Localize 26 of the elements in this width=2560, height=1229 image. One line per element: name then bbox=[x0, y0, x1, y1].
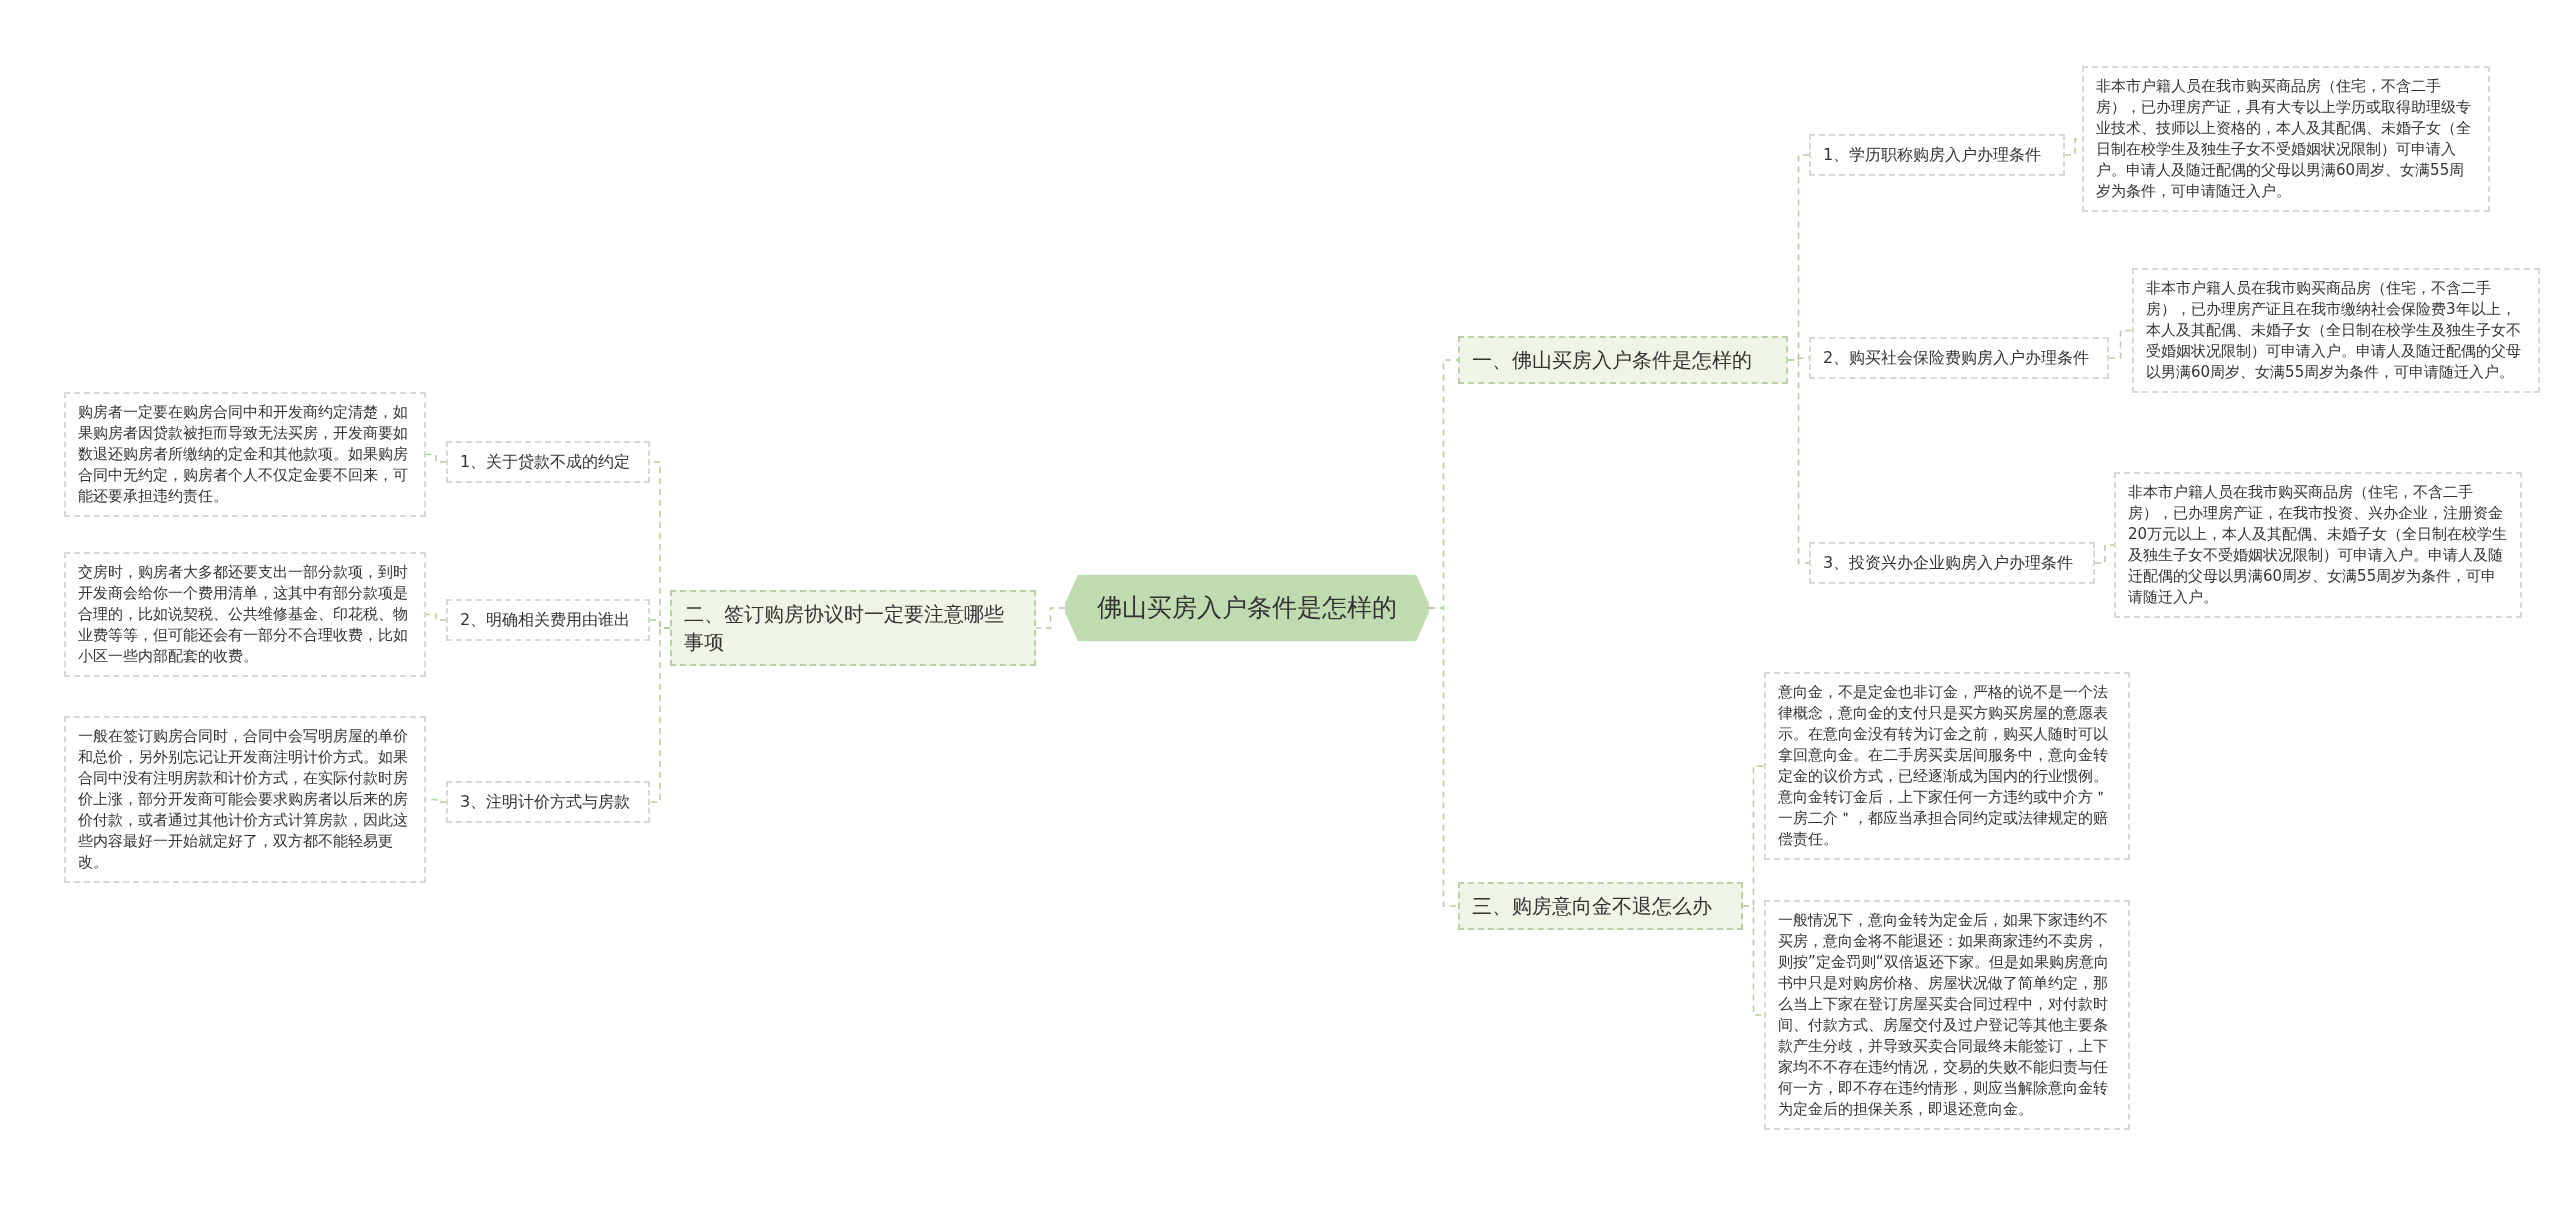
subtopic-box: 1、学历职称购房入户办理条件 bbox=[1809, 134, 2065, 176]
detail-box: 非本市户籍人员在我市购买商品房（住宅，不含二手房），已办理房产证且在我市缴纳社会保险费3年以上，本人及其配偶、未婚子女（全日制在校学生及独生子女不受婚姻状况限制）可申请入户。申请人及随迁配偶的父母以男满60周岁、女满55周岁为条件，可申请随迁入户。 bbox=[2132, 268, 2540, 393]
subtopic-box: 3、注明计价方式与房款 bbox=[446, 781, 650, 823]
branch-topic: 二、签订购房协议时一定要注意哪些事项 bbox=[670, 590, 1036, 666]
subtopic-box: 2、购买社会保险费购房入户办理条件 bbox=[1809, 337, 2109, 379]
detail-box: 非本市户籍人员在我市购买商品房（住宅，不含二手房），已办理房产证，具有大专以上学历或取得助理级专业技术、技师以上资格的，本人及其配偶、未婚子女（全日制在校学生及独生子女不受婚姻状况限制）可申请入户。申请人及随迁配偶的父母以男满60周岁、女满55周岁为条件，可申请随迁入户。 bbox=[2082, 66, 2490, 212]
central-topic: 佛山买房入户条件是怎样的 bbox=[1065, 575, 1429, 641]
branch-topic: 三、购房意向金不退怎么办 bbox=[1458, 882, 1743, 930]
subtopic-box: 1、关于贷款不成的约定 bbox=[446, 441, 650, 483]
connector-line bbox=[425, 613, 447, 621]
detail-box: 交房时，购房者大多都还要支出一部分款项，到时开发商会给你一个费用清单，这其中有部分款项是合理的，比如说契税、公共维修基金、印花税、物业费等等，但可能还会有一部分不合理收费，比如小区一些内部配套的收费。 bbox=[64, 552, 426, 677]
subtopic-box: 3、投资兴办企业购房入户办理条件 bbox=[1809, 542, 2095, 584]
connector-line bbox=[2108, 329, 2133, 359]
detail-box: 非本市户籍人员在我市购买商品房（住宅，不含二手房），已办理房产证，在我市投资、兴办企业，注册资金20万元以上，本人及其配偶、未婚子女（全日制在校学生及独生子女不受婚姻状况限制）可申请入户。申请人及随迁配偶的父母以男满60周岁、女满55周岁为条件，可申请随迁入户。 bbox=[2114, 472, 2522, 618]
branch-topic: 一、佛山买房入户条件是怎样的 bbox=[1458, 336, 1788, 384]
connector-line bbox=[649, 627, 671, 803]
detail-box: 意向金，不是定金也非订金，严格的说不是一个法律概念，意向金的支付只是买方购买房屋的意愿表示。在意向金没有转为订金之前，购买人随时可以拿回意向金。在二手房买卖居间服务中，意向金转定金的议价方式，已经逐渐成为国内的行业惯例。意向金转订金后，上下家任何一方违约或中介方＂一房二介＂，都应当承担合同约定或法律规定的赔偿责任。 bbox=[1764, 672, 2130, 860]
connector-line bbox=[1787, 359, 1810, 564]
detail-box: 购房者一定要在购房合同中和开发商约定清楚，如果购房者因贷款被拒而导致无法买房，开发商要如数退还购房者所缴纳的定金和其他款项。如果购房合同中无约定，购房者个人不仅定金要不回来，可能还要承担违约责任。 bbox=[64, 392, 426, 517]
connector-line bbox=[425, 453, 447, 463]
connector-line bbox=[1428, 607, 1459, 907]
detail-box: 一般在签订购房合同时，合同中会写明房屋的单价和总价，另外别忘记让开发商注明计价方式。如果合同中没有注明房款和计价方式，在实际付款时房价上涨，部分开发商可能会要求购房者以后来的房价付款，或者通过其他计价方式计算房款，因此这些内容最好一开始就定好了，双方都不能轻易更改。 bbox=[64, 716, 426, 883]
subtopic-box: 2、明确相关费用由谁出 bbox=[446, 599, 650, 641]
connector-line bbox=[2094, 544, 2115, 564]
connector-line bbox=[1035, 607, 1066, 629]
detail-box: 一般情况下，意向金转为定金后，如果下家违约不买房，意向金将不能退还：如果商家违约不卖房，则按”定金罚则“双倍返还下家。但是如果购房意向书中只是对购房价格、房屋状况做了简单约定，那么当上下家在登订房屋买卖合同过程中，对付款时间、付款方式、房屋交付及过户登记等其他主要条款产生分歧，并导致买卖合同最终未能签订，上下家均不不存在违约情况，交易的失败不能归责与任何一方，即不存在违约情形，则应当解除意向金转为定金后的担保关系，即退还意向金。 bbox=[1764, 900, 2130, 1130]
